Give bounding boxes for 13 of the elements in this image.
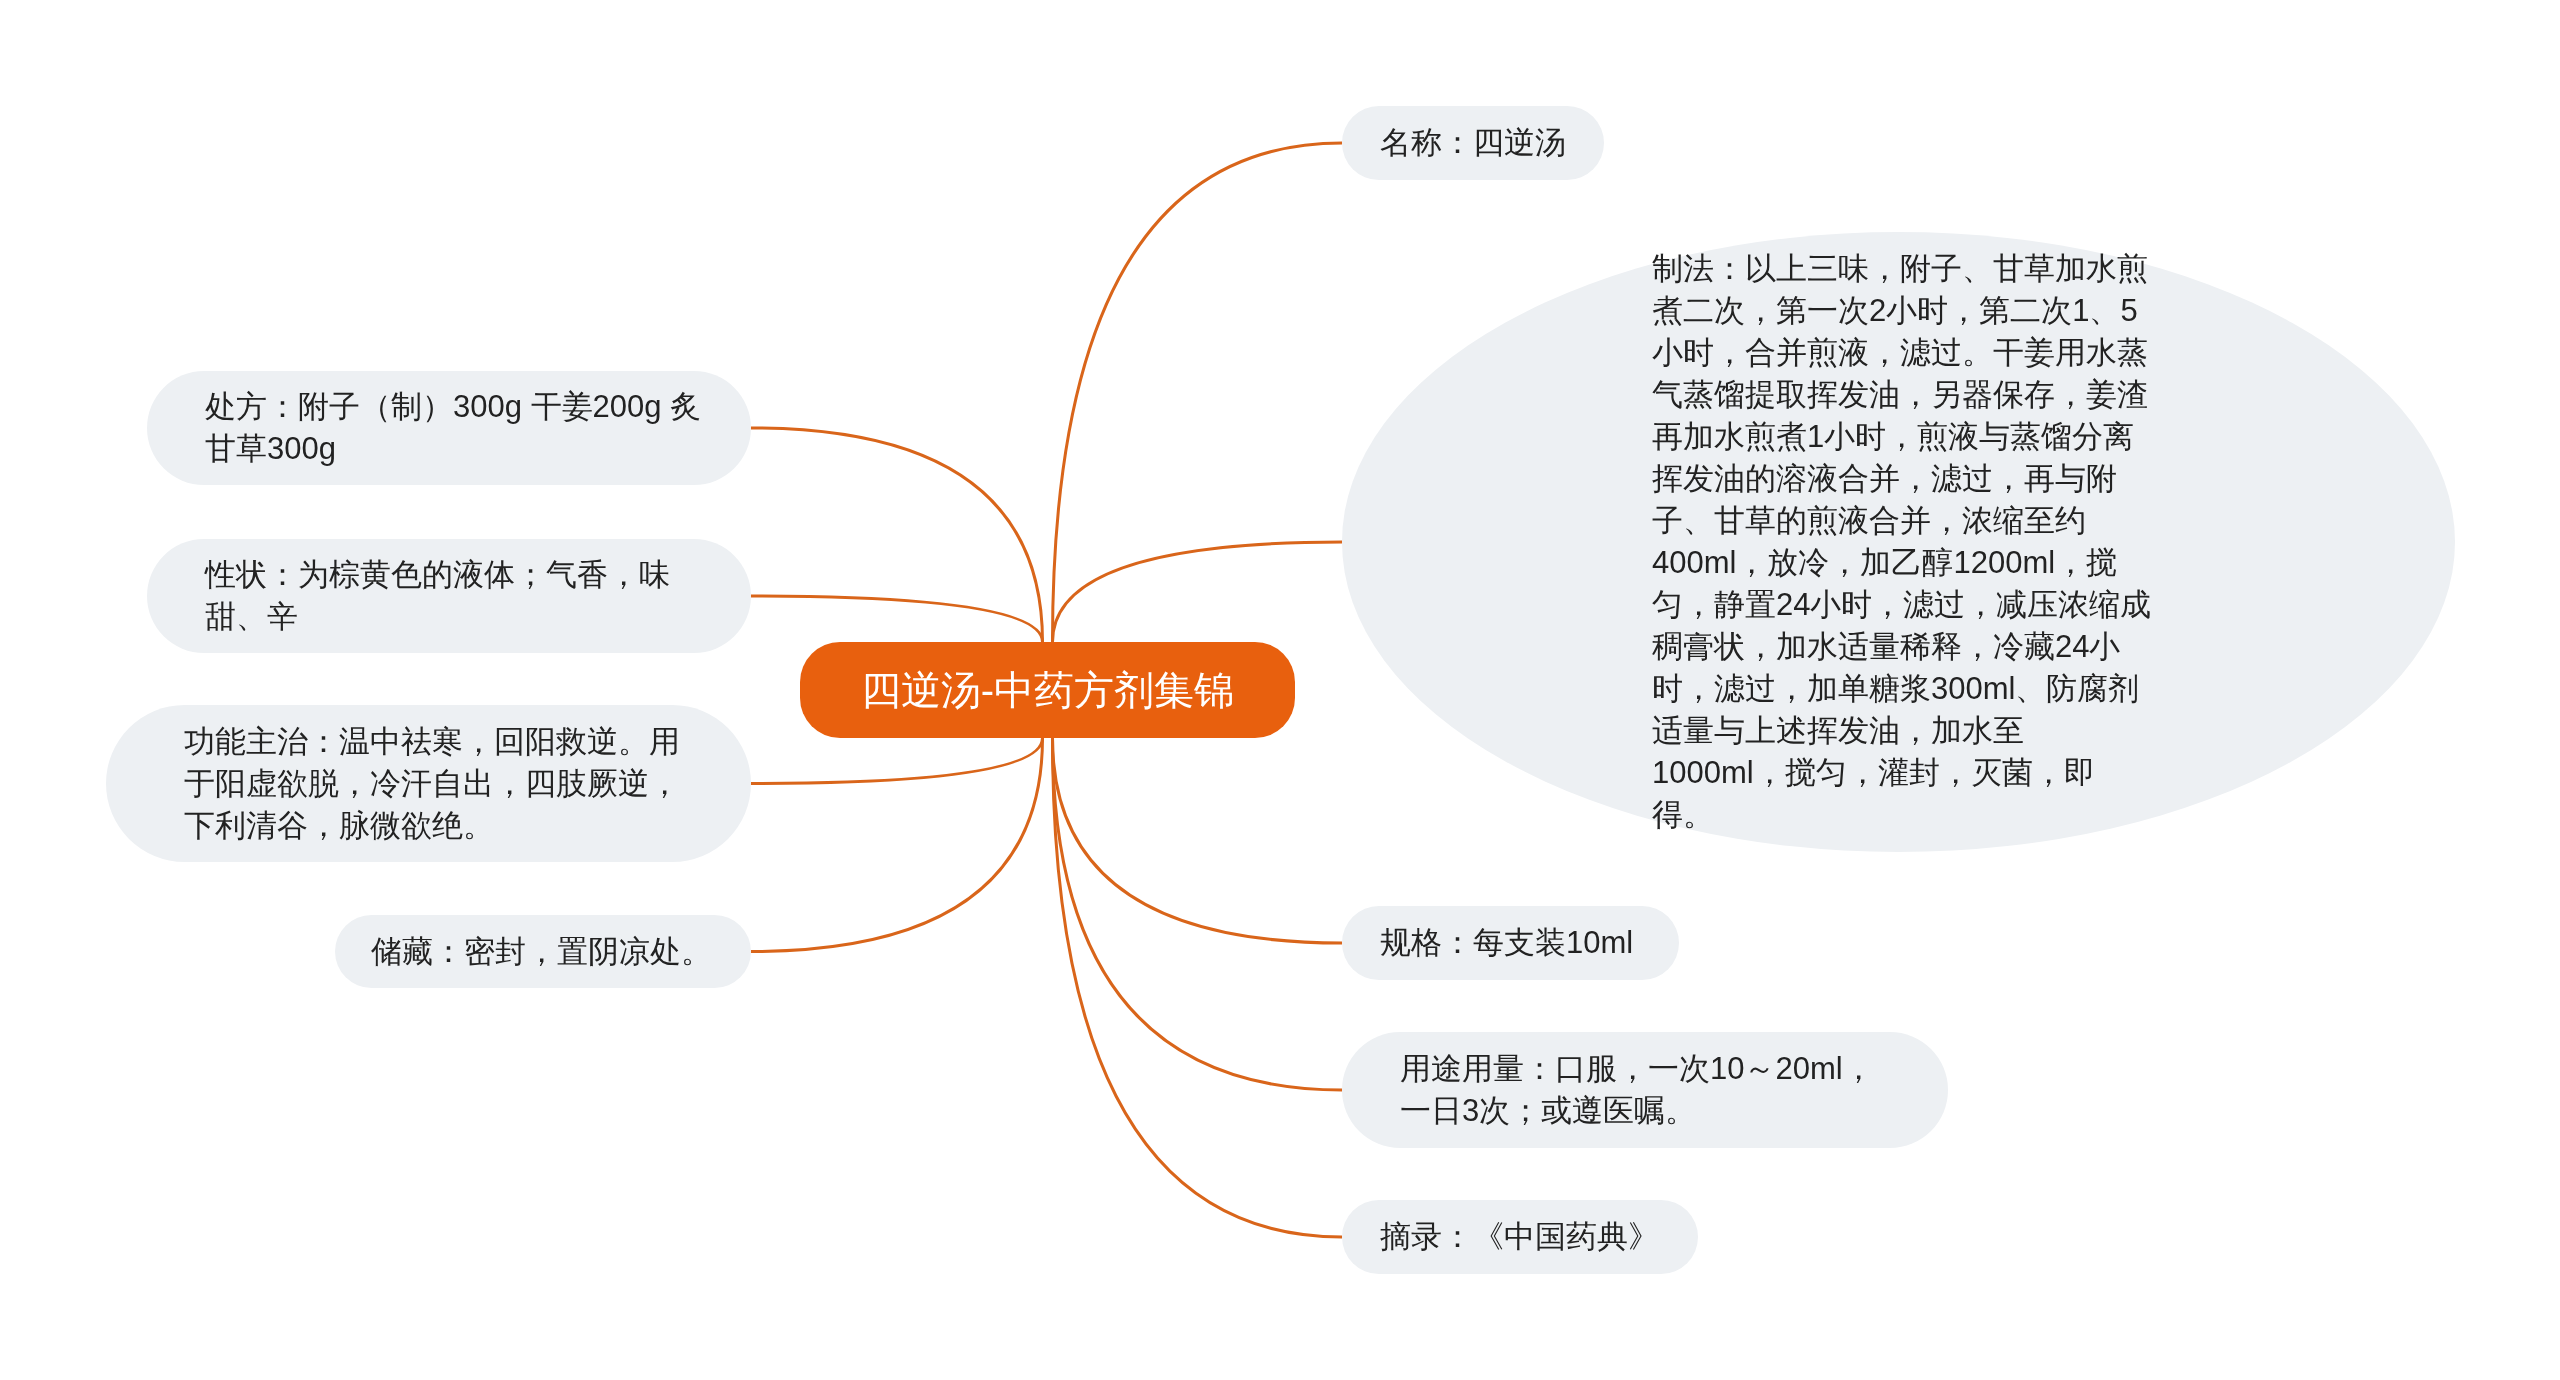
- topic-box: 处方：附子（制）300g 干姜200g 炙甘草300g: [147, 371, 751, 485]
- topic-box: 储藏：密封，置阴凉处。: [335, 915, 751, 988]
- central-topic: 四逆汤-中药方剂集锦: [800, 642, 1295, 738]
- connector-line: [750, 737, 1044, 953]
- topic-box: 用途用量：口服，一次10～20ml，一日3次；或遵医嘱。: [1342, 1032, 1948, 1148]
- connector-line: [1051, 540, 1343, 643]
- topic-box: 功能主治：温中祛寒，回阳救逆。用于阳虚欲脱，冷汗自出，四肢厥逆，下利清谷，脉微欲绝。: [106, 705, 751, 862]
- topic-box: 规格：每支装10ml: [1342, 906, 1679, 980]
- topic-box: 性状：为棕黄色的液体；气香，味甜、辛: [147, 539, 751, 653]
- topic-box: 名称：四逆汤: [1342, 106, 1604, 180]
- topic-ellipse: 制法：以上三味，附子、甘草加水煎煮二次，第一次2小时，第二次1、5小时，合并煎液，滤过。干姜用水蒸气蒸馏提取挥发油，另器保存，姜渣再加水煎煮1小时，煎液与蒸馏分离挥发油的溶液合并，滤过，再与附子、甘草的煎液合并，浓缩至约400ml，放冷，加乙醇1200ml，搅匀，静置24小时，滤过，减压浓缩成稠膏状，加水适量稀释，冷藏24小时，滤过，加单糖浆300ml、防腐剂适量与上述挥发油，加水至1000ml，搅匀，灌封，灭菌，即得。: [1342, 232, 2455, 852]
- connector-line: [751, 594, 1044, 643]
- topic-box: 摘录：《中国药典》: [1342, 1200, 1698, 1274]
